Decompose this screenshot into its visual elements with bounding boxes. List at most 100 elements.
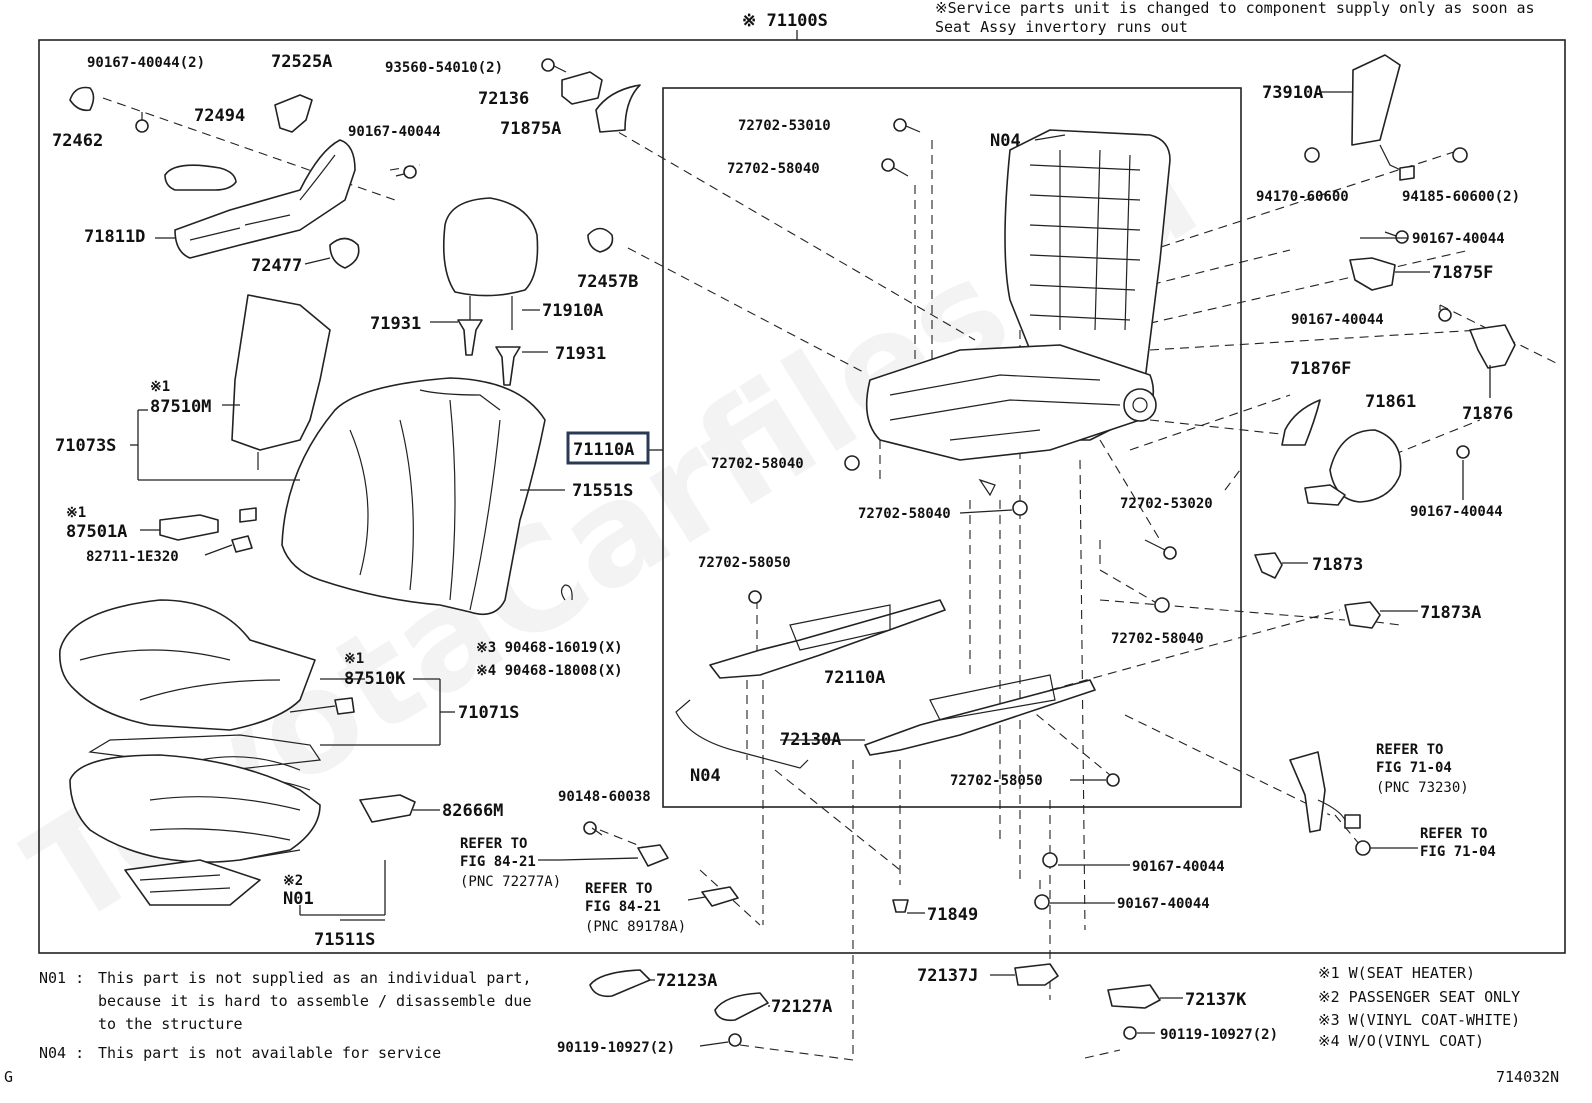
label-72494[interactable]: 72494 [194, 106, 245, 126]
wire-N04-shape [675, 699, 809, 769]
screw-93560-shape [541, 58, 567, 73]
label-71551S[interactable]: 71551S [572, 481, 633, 501]
label-87501A-mark: ※1 [66, 505, 86, 521]
outer-frame [38, 39, 1566, 954]
label-71861[interactable]: 71861 [1365, 392, 1416, 412]
label-72702-58040-a[interactable]: 72702-58040 [727, 161, 820, 177]
label-refer-71-04-a-line1[interactable]: REFER TO [1376, 742, 1443, 758]
label-71849[interactable]: 71849 [927, 905, 978, 925]
label-72702-53020[interactable]: 72702-53020 [1120, 496, 1213, 512]
cover-72137K-shape [1107, 984, 1161, 1009]
label-refer-84-21-a-line1[interactable]: REFER TO [460, 836, 527, 852]
label-90468-16019[interactable]: ※3 90468-16019(X) [476, 640, 623, 656]
part-72457B-shape [587, 227, 614, 253]
label-90167-40044-d[interactable]: 90167-40044 [1412, 231, 1505, 247]
label-71811D[interactable]: 71811D [84, 227, 145, 247]
label-71511S[interactable]: 71511S [314, 930, 375, 950]
label-71876[interactable]: 71876 [1462, 404, 1513, 424]
label-90468-18008[interactable]: ※4 90468-18008(X) [476, 663, 623, 679]
cushion-71071S-shape [58, 599, 316, 731]
track-72110A-shape [709, 599, 946, 679]
label-71073S[interactable]: 71073S [55, 436, 116, 456]
label-90148-60038[interactable]: 90148-60038 [558, 789, 651, 805]
bolt-90167-40044-e-shape [1438, 308, 1452, 322]
label-N04-top[interactable]: N04 [990, 131, 1021, 151]
cover-72123A-shape [589, 969, 651, 998]
label-72137J[interactable]: 72137J [917, 966, 978, 986]
label-72702-58050-a[interactable]: 72702-58050 [698, 555, 791, 571]
heater-87510M-shape [231, 294, 331, 451]
label-90119-10927-b[interactable]: 90119-10927(2) [1160, 1027, 1278, 1043]
label-90167-40044-e[interactable]: 90167-40044 [1291, 312, 1384, 328]
label-87510M-mark: ※1 [150, 379, 170, 395]
label-72457B[interactable]: 72457B [577, 272, 638, 292]
headrest-71910A-shape [442, 197, 539, 297]
label-71071S[interactable]: 71071S [458, 703, 519, 723]
label-72462[interactable]: 72462 [52, 131, 103, 151]
label-71873[interactable]: 71873 [1312, 555, 1363, 575]
label-71931-a[interactable]: 71931 [370, 314, 421, 334]
part-71876F-shape [1281, 399, 1321, 446]
label-90167-40044-c[interactable]: 90167-40044 [1117, 896, 1210, 912]
label-72702-58040-c[interactable]: 72702-58040 [858, 506, 951, 522]
label-refer-84-21-b-line1[interactable]: REFER TO [585, 881, 652, 897]
footnote-n04-code: N04 : [39, 1044, 84, 1062]
label-94185-60600-2[interactable]: 94185-60600(2) [1402, 189, 1520, 205]
label-72110A[interactable]: 72110A [824, 668, 885, 688]
label-72702-58040-d[interactable]: 72702-58040 [1111, 631, 1204, 647]
label-71910A[interactable]: 71910A [542, 301, 603, 321]
seat-frame-shape [865, 129, 1171, 497]
bracket-71873-shape [1254, 552, 1283, 579]
label-90167-40044-2[interactable]: 90167-40044(2) [87, 55, 205, 71]
label-72123A[interactable]: 72123A [656, 971, 717, 991]
part-labels: 90167-40044(2) 72525A 93560-54010(2) 721… [52, 52, 1520, 1056]
label-94170-60600[interactable]: 94170-60600 [1256, 189, 1349, 205]
label-72127A[interactable]: 72127A [771, 997, 832, 1017]
label-refer-71-04-b-line1[interactable]: REFER TO [1420, 826, 1487, 842]
label-71875A[interactable]: 71875A [500, 119, 561, 139]
label-refer-84-21-b-line2[interactable]: FIG 84-21 [585, 899, 661, 915]
label-72702-58040-b[interactable]: 72702-58040 [711, 456, 804, 472]
label-87510M[interactable]: 87510M [150, 397, 211, 417]
label-93560-54010-2[interactable]: 93560-54010(2) [385, 60, 503, 76]
legend-item-1: ※1 W(SEAT HEATER) [1318, 964, 1475, 982]
label-90167-40044-a[interactable]: 90167-40044 [348, 124, 441, 140]
label-71110A[interactable]: 71110A [573, 440, 634, 460]
part-72462-shape [69, 86, 95, 112]
label-82666M[interactable]: 82666M [442, 801, 503, 821]
label-refer-71-04-a-line2[interactable]: FIG 71-04 [1376, 760, 1452, 776]
label-72130A[interactable]: 72130A [780, 730, 841, 750]
label-refer-71-04-b-line2[interactable]: FIG 71-04 [1420, 844, 1496, 860]
label-82711-1E320[interactable]: 82711-1E320 [86, 549, 179, 565]
label-72702-53010[interactable]: 72702-53010 [738, 118, 831, 134]
label-72137K[interactable]: 72137K [1185, 990, 1247, 1010]
label-N04-bottom[interactable]: N04 [690, 766, 721, 786]
footnote-n01-line3: to the structure [98, 1015, 243, 1033]
label-90167-40044-b[interactable]: 90167-40044 [1132, 859, 1225, 875]
label-71875F[interactable]: 71875F [1432, 263, 1493, 283]
label-72702-58050-b[interactable]: 72702-58050 [950, 773, 1043, 789]
label-90119-10927-a[interactable]: 90119-10927(2) [557, 1040, 675, 1056]
label-72525A[interactable]: 72525A [271, 52, 332, 72]
label-72136[interactable]: 72136 [478, 89, 529, 109]
bolt-90167-40044-b-shape [1042, 852, 1058, 868]
label-87510K[interactable]: 87510K [344, 669, 406, 689]
label-71931-b[interactable]: 71931 [555, 344, 606, 364]
bolt-72702-58040-d-shape [1154, 597, 1170, 613]
cover-71861-shape [1329, 429, 1402, 503]
label-72477[interactable]: 72477 [251, 256, 302, 276]
label-90167-40044-f[interactable]: 90167-40044 [1410, 504, 1503, 520]
label-73910A[interactable]: 73910A [1262, 83, 1323, 103]
label-refer-84-21-a-line2[interactable]: FIG 84-21 [460, 854, 536, 870]
footnote-n01-line2: because it is hard to assemble / disasse… [98, 992, 531, 1010]
label-71876F[interactable]: 71876F [1290, 359, 1351, 379]
bolt-90167-40044-2-shape [135, 112, 149, 133]
bolt-90167-40044-f-shape [1456, 445, 1470, 459]
label-87501A[interactable]: 87501A [66, 522, 127, 542]
ref-84-21-a-shape [637, 844, 669, 867]
bolt-90167-40044-d-shape [1384, 230, 1409, 244]
label-N01[interactable]: N01 [283, 889, 314, 909]
label-71873A[interactable]: 71873A [1420, 603, 1481, 623]
legend-item-2: ※2 PASSENGER SEAT ONLY [1318, 988, 1520, 1006]
